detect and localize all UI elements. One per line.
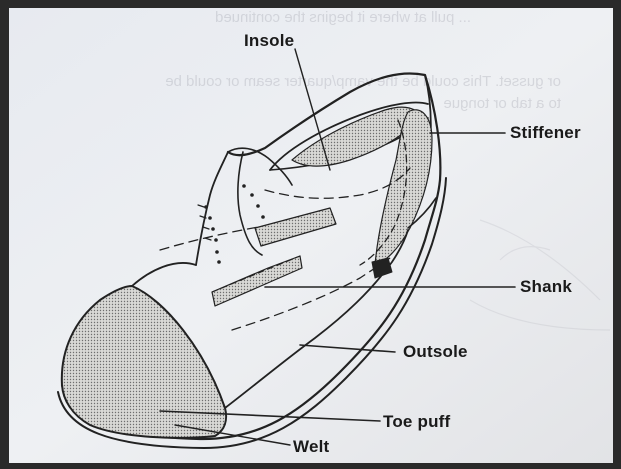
label-insole: Insole: [244, 32, 294, 49]
label-outsole: Outsole: [403, 343, 468, 360]
bleed-line-3: ... pull at where it begins the continue…: [215, 9, 471, 26]
label-stiffener: Stiffener: [510, 124, 581, 141]
bleed-line-2: to a tab or tongue: [443, 95, 561, 112]
label-welt: Welt: [293, 438, 329, 455]
label-shank: Shank: [520, 278, 572, 295]
bleed-line-1: or gusset. This could be the vamp/quarte…: [165, 73, 561, 90]
label-toe-puff: Toe puff: [383, 413, 450, 430]
